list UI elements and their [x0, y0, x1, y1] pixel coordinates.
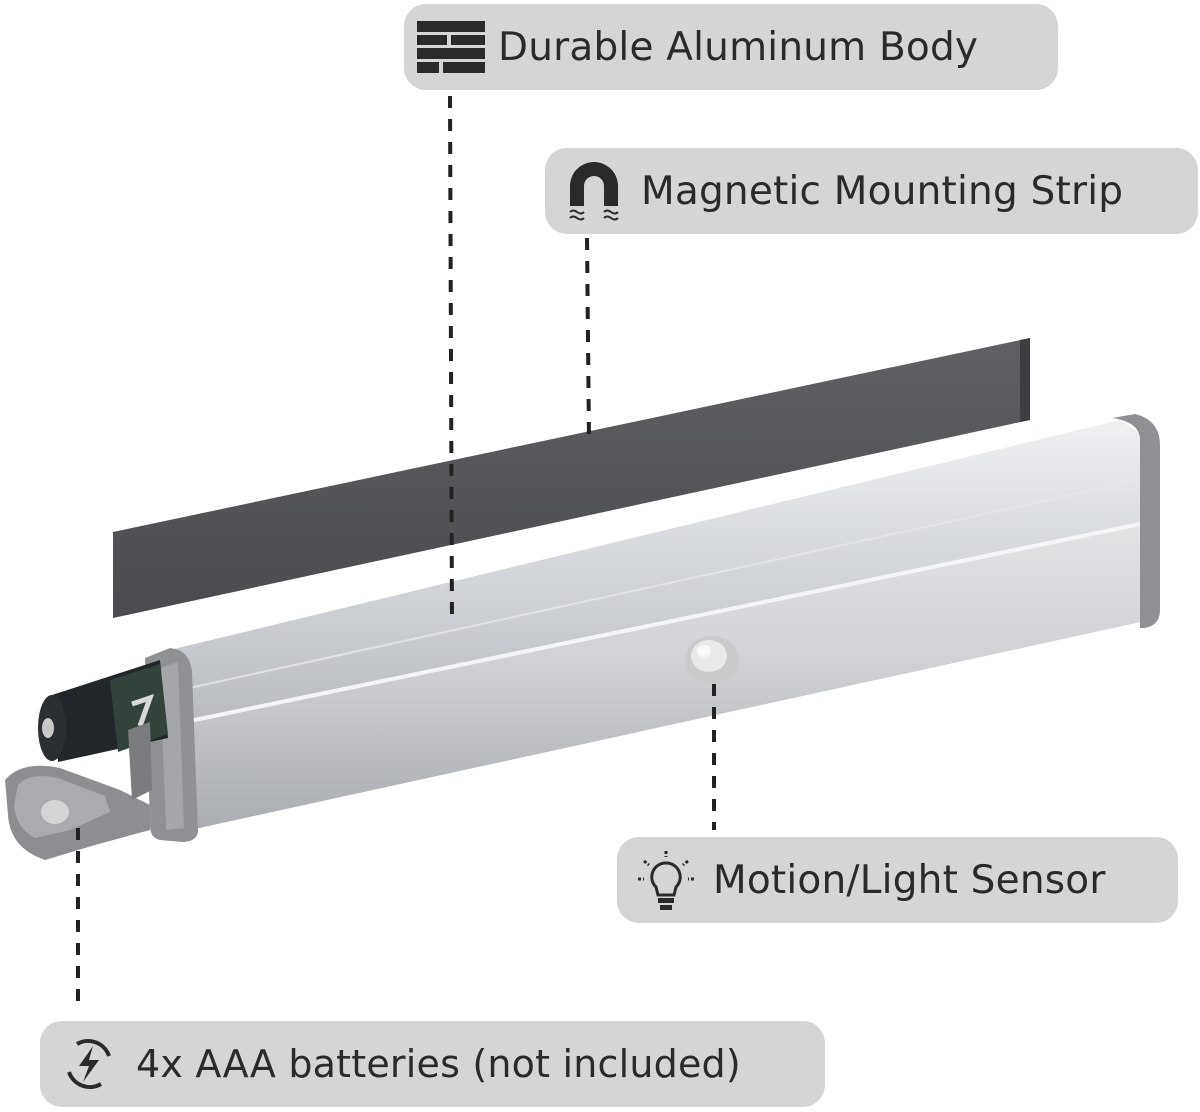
- callout-aluminum-body: Durable Aluminum Body: [404, 4, 1058, 90]
- aluminum-body: [145, 414, 1160, 842]
- callout-aluminum-body-text: Durable Aluminum Body: [498, 24, 979, 70]
- callout-motion-sensor: Motion/Light Sensor: [617, 837, 1178, 923]
- callout-magnetic-strip: Magnetic Mounting Strip: [545, 148, 1198, 234]
- light-bulb-sensor-icon: [631, 845, 701, 915]
- callout-magnetic-strip-text: Magnetic Mounting Strip: [641, 168, 1124, 214]
- lightning-bolt-icon: [54, 1029, 124, 1099]
- callout-batteries-text: 4x AAA batteries (not included): [136, 1042, 741, 1086]
- brick-layers-icon: [416, 12, 486, 82]
- callout-batteries: 4x AAA batteries (not included): [40, 1021, 825, 1107]
- battery-door: [5, 722, 152, 860]
- sensor-dome: [685, 636, 739, 684]
- leader-line-magnet: [585, 237, 591, 441]
- leader-lines: [76, 95, 716, 1010]
- magnet-icon: [559, 156, 629, 226]
- leader-line-body: [448, 95, 454, 626]
- callout-motion-sensor-text: Motion/Light Sensor: [713, 857, 1106, 903]
- magnetic-strip: [113, 338, 1030, 618]
